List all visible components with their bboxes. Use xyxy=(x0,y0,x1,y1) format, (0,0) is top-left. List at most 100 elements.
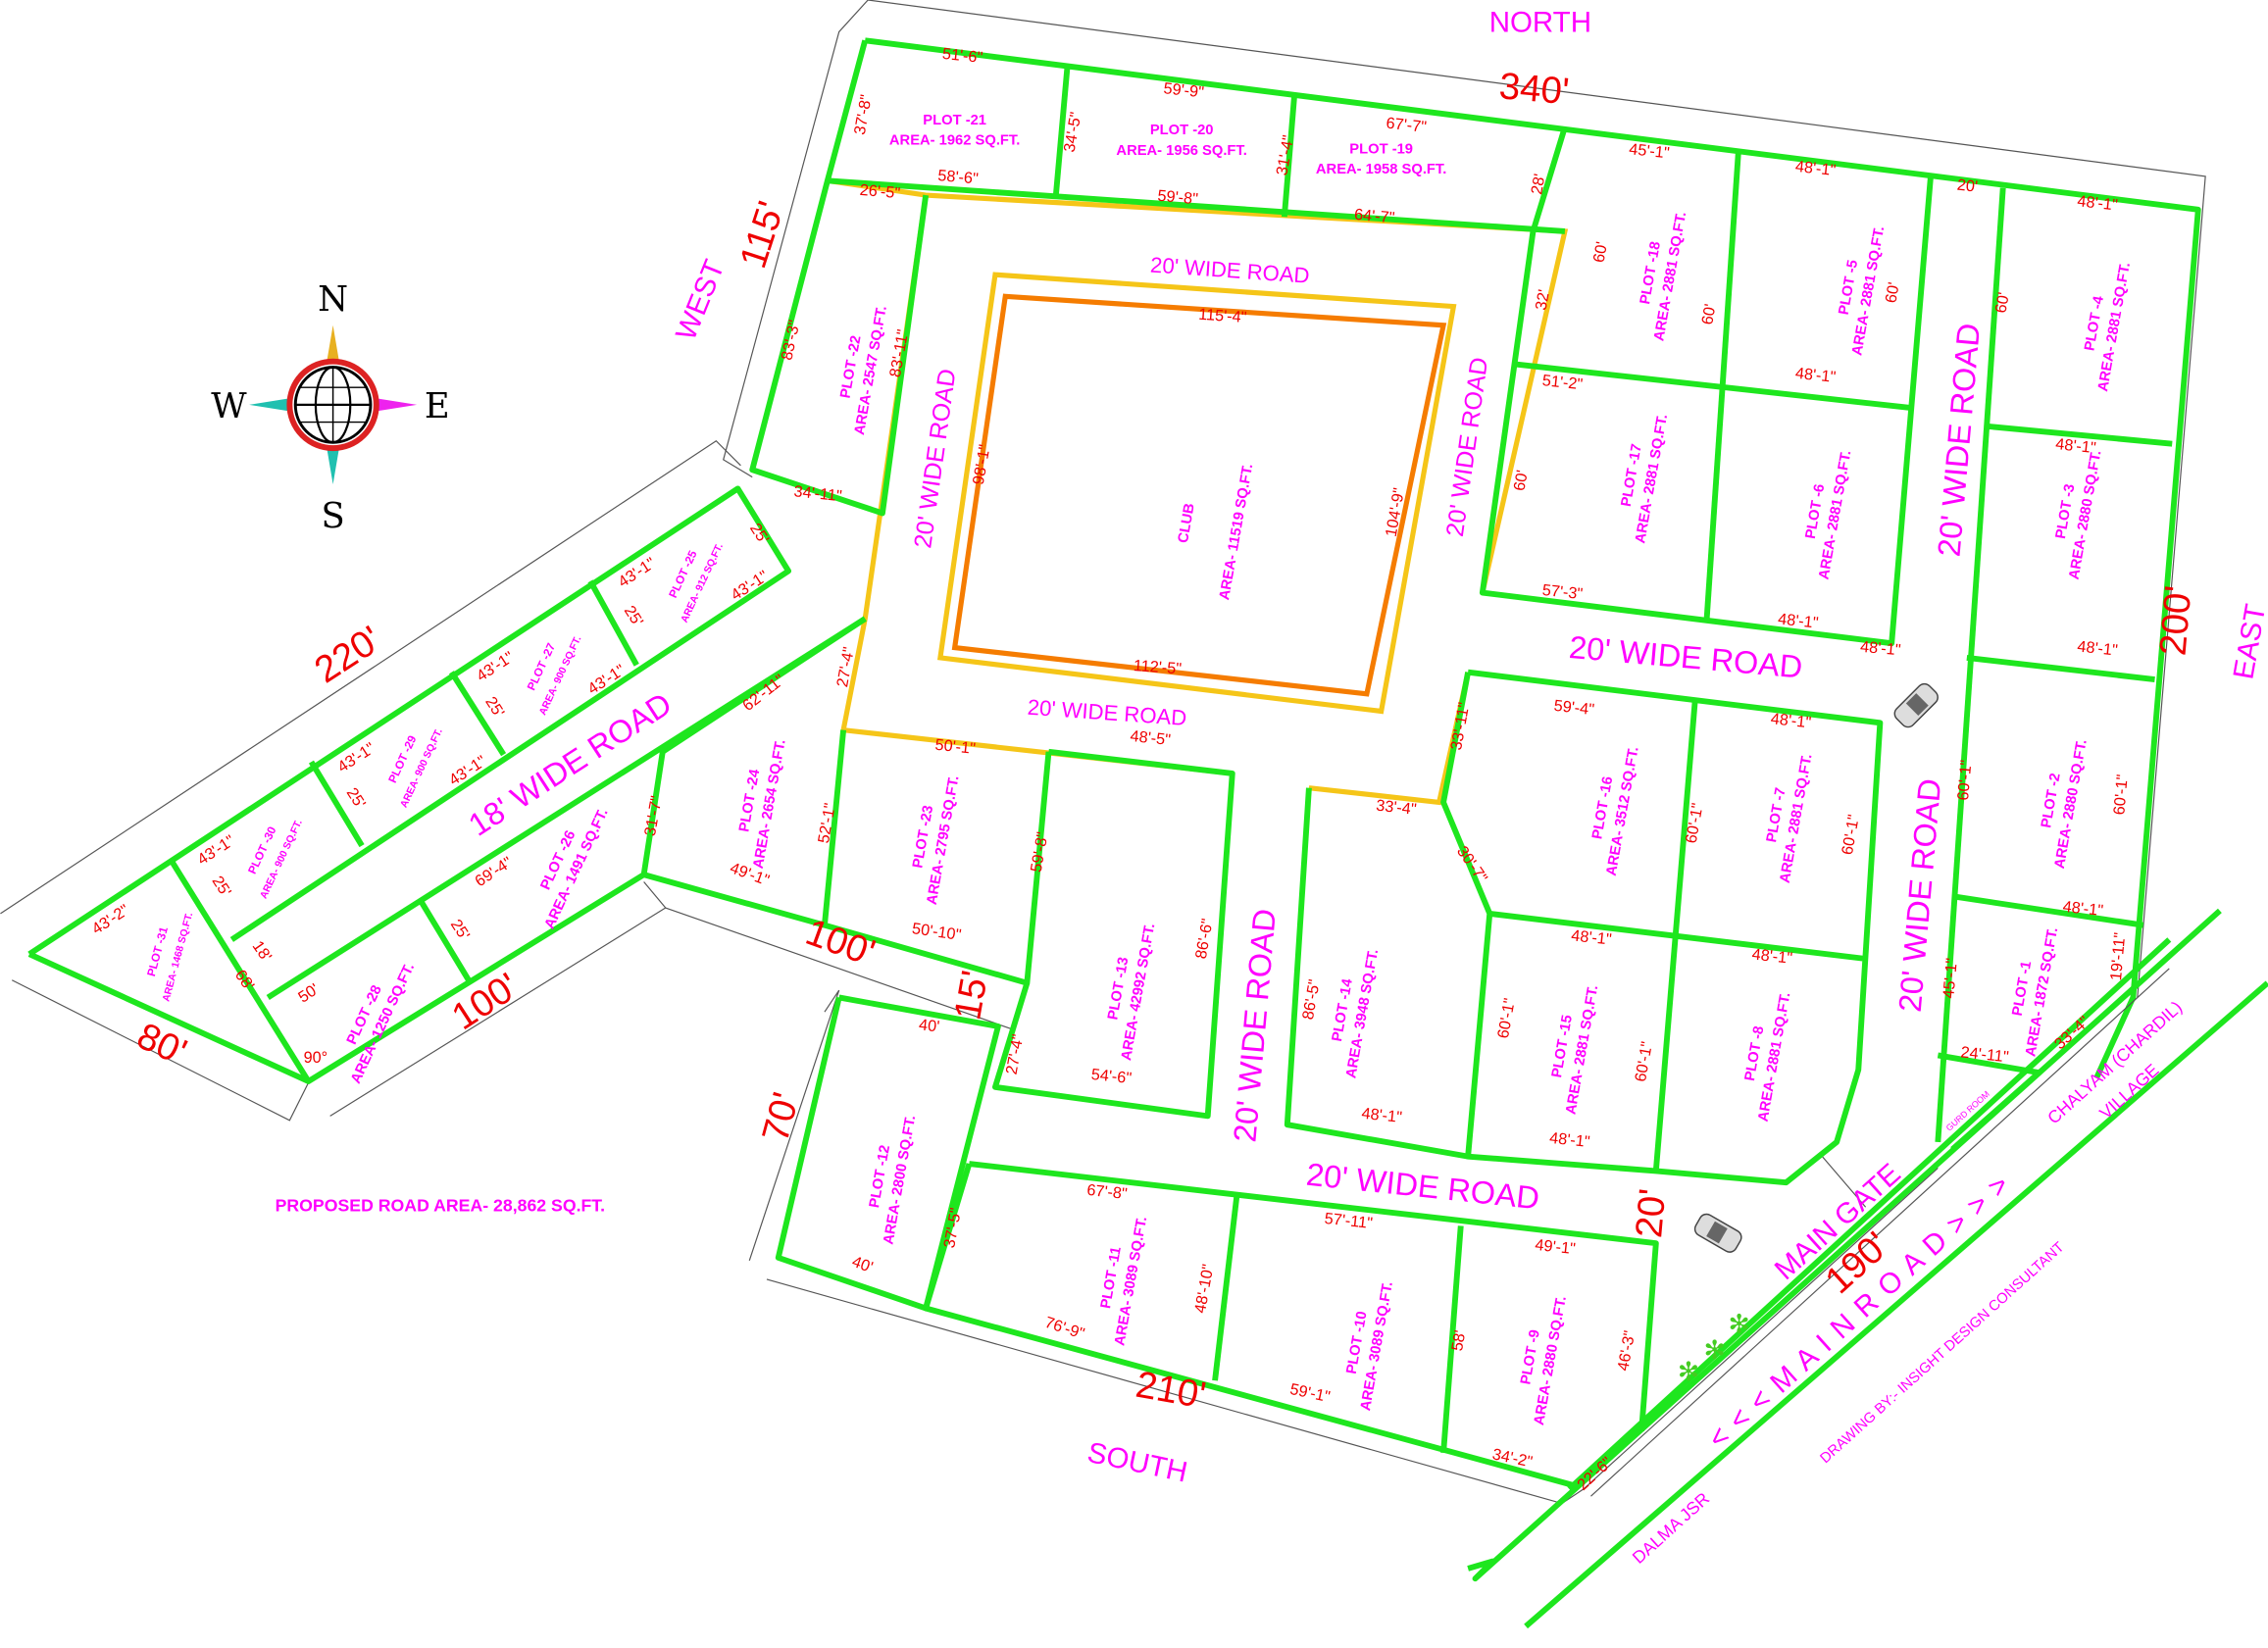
dimension-label: 48'-1" xyxy=(2062,898,2104,920)
plot-name: PLOT -21 xyxy=(923,113,986,128)
dimension-label: 48'-1" xyxy=(1570,926,1612,948)
overall-dimension: 200' xyxy=(2151,584,2199,658)
dimension-label: 60'-1" xyxy=(1632,1040,1656,1083)
dimension-label: 20' xyxy=(1956,176,1979,196)
club-area: AREA- 11519 SQ.FT. xyxy=(1217,463,1256,601)
road-label: 20' WIDE ROAD xyxy=(1227,908,1283,1144)
dimension-label: 86'-5" xyxy=(1299,977,1324,1021)
plot-area: AREA- 1962 SQ.FT. xyxy=(889,132,1020,148)
dimension-label: 54'-6" xyxy=(1090,1066,1133,1087)
overall-dimension: 340' xyxy=(1497,65,1571,113)
dimension-label: 43'-1" xyxy=(474,648,518,685)
dimension-label: 48'-1" xyxy=(1548,1129,1590,1151)
dimension-label: 69'-4" xyxy=(472,853,516,890)
dimension-label: 48'-1" xyxy=(2077,192,2119,214)
dimension-label: 59'-8" xyxy=(1157,187,1199,209)
overall-dimension: 100' xyxy=(800,911,881,974)
overall-dimension: 70' xyxy=(754,1088,807,1146)
dimension-label: 58' xyxy=(1448,1329,1469,1353)
dimension-label: 43'-1" xyxy=(194,831,238,869)
compass-e: E xyxy=(425,386,450,426)
dimension-label: 48'-5" xyxy=(1130,727,1172,749)
dimension-label: 25' xyxy=(343,784,370,812)
compass-n: N xyxy=(318,279,348,320)
svg-text:✻: ✻ xyxy=(1703,1335,1725,1365)
dimension-label: 67'-8" xyxy=(1086,1181,1129,1203)
dimension-label: 83'-11" xyxy=(886,327,912,378)
dimension-label: 30'-7" xyxy=(1453,843,1491,886)
club-boundary[interactable] xyxy=(951,293,1447,697)
dimension-label: 59'-1" xyxy=(1288,1380,1332,1406)
dimension-label: 49'-1" xyxy=(1535,1236,1577,1258)
dimension-label: 112'-5" xyxy=(1133,657,1183,677)
dimension-label: 48'-1" xyxy=(2077,637,2119,659)
dimension-label: 50' xyxy=(295,980,323,1007)
dimension-label: 86'-6" xyxy=(1192,917,1217,960)
dimension-label: 60' xyxy=(1698,303,1719,326)
dimension-label: 58'-6" xyxy=(937,167,980,188)
dimension-label: 40' xyxy=(918,1016,940,1035)
svg-text:✻: ✻ xyxy=(1729,1310,1750,1339)
dimension-label: 43'-2" xyxy=(89,901,133,938)
dimension-label: 31'-4" xyxy=(1273,133,1297,176)
dimension-label: 34'-11" xyxy=(793,482,843,505)
dimension-label: 90° xyxy=(304,1049,328,1067)
dimension-label: 57'-3" xyxy=(1541,581,1584,603)
road-label: 20' WIDE ROAD xyxy=(1568,629,1804,685)
direction-west: WEST xyxy=(670,255,731,344)
dimension-label: 60'-1" xyxy=(1954,759,1976,801)
plot-name: PLOT -20 xyxy=(1150,123,1214,138)
dimension-label: 45'-1" xyxy=(1628,140,1670,162)
road-label: 20' WIDE ROAD xyxy=(1027,695,1187,730)
dimension-label: 46'-3" xyxy=(1614,1329,1638,1373)
club-name: CLUB xyxy=(1176,502,1198,544)
dimension-label: 59'-9" xyxy=(1163,79,1205,101)
direction-south: SOUTH xyxy=(1084,1436,1190,1489)
dimension-label: 31'-7" xyxy=(641,794,666,837)
dimension-label: 48'-1" xyxy=(1794,365,1837,386)
dimension-label: 25' xyxy=(481,694,508,722)
svg-text:✻: ✻ xyxy=(1678,1357,1699,1386)
dimension-label: 48'-1" xyxy=(1777,610,1819,631)
dimension-label: 22'-6" xyxy=(1574,1454,1616,1494)
dimension-label: 48'-1" xyxy=(2054,435,2096,457)
proposed-road-area: PROPOSED ROAD AREA- 28,862 SQ.FT. xyxy=(276,1196,605,1216)
direction-east: EAST xyxy=(2227,602,2268,682)
overall-dimension: 115' xyxy=(731,196,792,273)
dimension-label: 67'-7" xyxy=(1386,115,1428,136)
dimension-label: 60'-1" xyxy=(1839,813,1863,856)
dimension-label: 28' xyxy=(1528,173,1548,196)
road-label: 20' WIDE ROAD xyxy=(909,368,961,550)
car-icon xyxy=(1693,1213,1742,1253)
